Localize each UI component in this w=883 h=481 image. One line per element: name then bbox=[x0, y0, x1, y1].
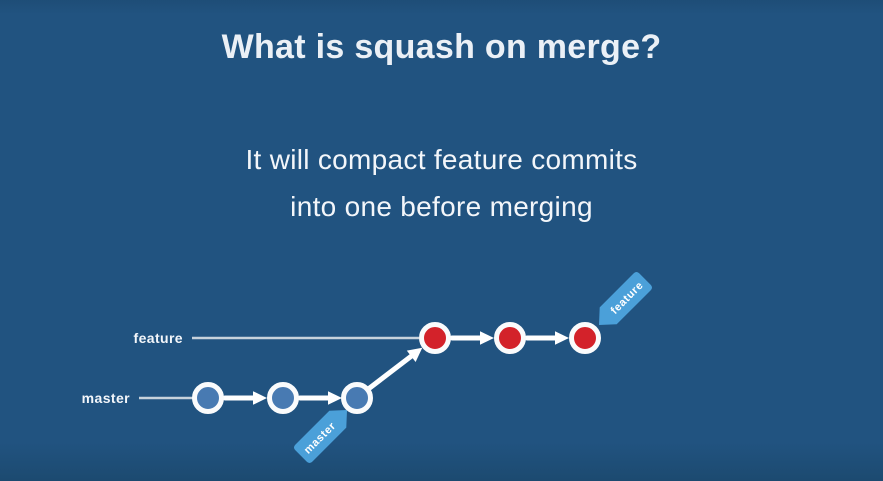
commit-arrow-feature-1-2 bbox=[449, 331, 494, 345]
commit-node-master-3 bbox=[341, 382, 373, 414]
slide-subtitle-line-2: into one before merging bbox=[290, 191, 593, 222]
arrowhead-icon bbox=[328, 391, 342, 405]
slide-title: What is squash on merge? bbox=[221, 28, 662, 66]
master-branch-label: master bbox=[82, 390, 130, 406]
master-tag-shape bbox=[293, 410, 347, 464]
commit-node-master-2 bbox=[267, 382, 299, 414]
slide-subtitle-line-1: It will compact feature commits bbox=[245, 144, 638, 175]
commit-node-feature-3 bbox=[569, 322, 601, 354]
feature-tag: feature bbox=[599, 271, 653, 325]
arrowhead-icon bbox=[480, 331, 494, 345]
commit-node-feature-1 bbox=[419, 322, 451, 354]
arrowhead-icon bbox=[406, 347, 423, 362]
git-branch-diagram: feature master master feature bbox=[82, 271, 653, 464]
branch-off-arrow bbox=[364, 347, 423, 393]
commit-node-feature-2 bbox=[494, 322, 526, 354]
commit-arrow-feature-2-3 bbox=[524, 331, 569, 345]
commit-arrow-master-2-3 bbox=[297, 391, 342, 405]
slide-subtitle: It will compact feature commits into one… bbox=[0, 136, 883, 230]
arrowhead-icon bbox=[555, 331, 569, 345]
master-tag: master bbox=[293, 410, 347, 464]
commit-arrow-master-1-2 bbox=[222, 391, 267, 405]
feature-branch-label: feature bbox=[134, 330, 183, 346]
commit-node-master-1 bbox=[192, 382, 224, 414]
feature-tag-shape bbox=[599, 271, 653, 325]
arrowhead-icon bbox=[253, 391, 267, 405]
